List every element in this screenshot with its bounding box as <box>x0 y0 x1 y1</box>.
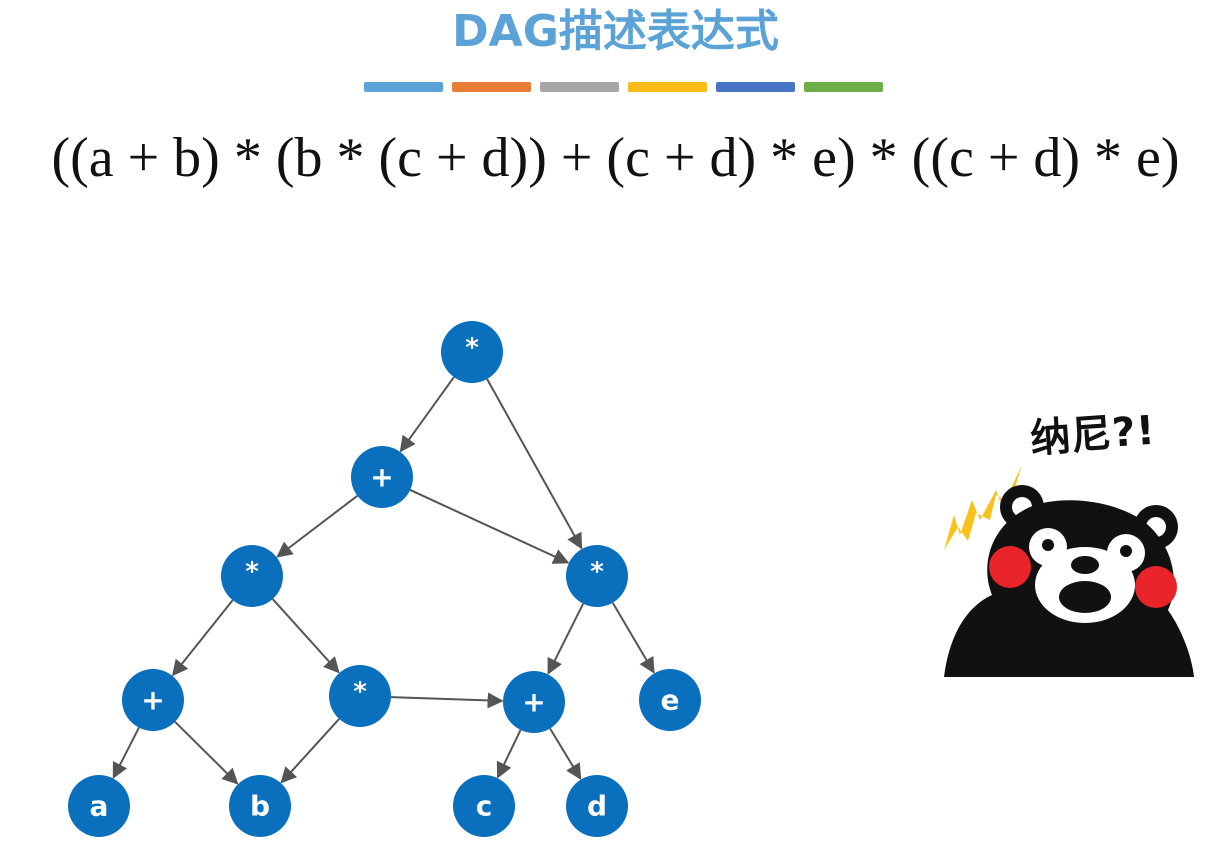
slide-title: DAG描述表达式 <box>452 6 779 57</box>
dag-node-n2: + <box>351 446 413 508</box>
dag-node-n9: a <box>68 775 130 837</box>
dag-node-label: b <box>250 790 270 823</box>
dag-node-circle <box>329 665 391 727</box>
dag-node-n11: c <box>453 775 515 837</box>
dag-node-label: * <box>245 557 259 587</box>
left-pupil <box>1042 539 1054 551</box>
dag-node-label: * <box>353 677 367 707</box>
nose <box>1071 556 1099 574</box>
right-pupil <box>1120 545 1132 557</box>
expression-formula: ((a + b) * (b * (c + d)) + (c + d) * e) … <box>51 127 1180 189</box>
dag-node-circle <box>566 545 628 607</box>
dag-node-circle <box>639 669 701 731</box>
dag-node-circle <box>122 669 184 731</box>
dag-node-n5: + <box>122 669 184 731</box>
edge-n4-n8 <box>611 602 655 674</box>
open-mouth <box>1059 581 1111 613</box>
color-strip-segment-1 <box>364 82 443 92</box>
dag-node-label: a <box>90 790 109 823</box>
dag-node-n3: * <box>221 545 283 607</box>
dag-node-circle <box>441 321 503 383</box>
dag-node-circle <box>503 671 565 733</box>
dag-edges <box>112 376 655 785</box>
dag-node-n12: d <box>566 775 628 837</box>
edge-n5-n9 <box>112 727 140 779</box>
edge-n5-n10 <box>174 721 239 785</box>
edge-n7-n12 <box>549 727 582 780</box>
mascot-exclamation: 纳尼?! <box>1028 407 1158 463</box>
edge-n2-n4 <box>409 489 570 564</box>
kumamon-mascot <box>944 465 1194 677</box>
dag-node-circle <box>221 545 283 607</box>
dag-node-n10: b <box>229 775 291 837</box>
color-strip-segment-6 <box>804 82 883 92</box>
dag-node-n1: * <box>441 321 503 383</box>
dag-node-label: e <box>661 684 680 717</box>
color-strip-segment-5 <box>716 82 795 92</box>
dag-node-label: c <box>476 790 493 823</box>
surprise-spark-icon <box>944 465 1022 550</box>
right-cheek <box>1135 566 1177 608</box>
dag-node-circle <box>453 775 515 837</box>
color-strip-segment-3 <box>540 82 619 92</box>
dag-node-circle <box>351 446 413 508</box>
color-strip-segment-2 <box>452 82 531 92</box>
dag-node-label: + <box>522 686 545 719</box>
dag-node-n4: * <box>566 545 628 607</box>
dag-node-n8: e <box>639 669 701 731</box>
edge-n6-n7 <box>390 692 504 709</box>
dag-node-label: + <box>141 684 164 717</box>
color-strip <box>364 82 883 92</box>
color-strip-segment-4 <box>628 82 707 92</box>
dag-nodes: * + * * + * + e a b c d <box>68 321 701 837</box>
left-cheek <box>989 546 1031 588</box>
dag-node-label: * <box>465 333 479 363</box>
edge-n7-n11 <box>496 729 522 779</box>
dag-node-n7: + <box>503 671 565 733</box>
dag-node-n6: * <box>329 665 391 727</box>
dag-node-circle <box>566 775 628 837</box>
edge-n3-n6 <box>271 598 340 674</box>
dag-node-label: d <box>587 790 607 823</box>
edge-n1-n2 <box>399 376 455 453</box>
dag-node-label: * <box>590 557 604 587</box>
edge-n2-n3 <box>276 494 358 558</box>
dag-node-circle <box>68 775 130 837</box>
dag-node-circle <box>229 775 291 837</box>
dag-node-label: + <box>370 461 393 494</box>
edge-n6-n10 <box>280 718 340 784</box>
edge-n3-n5 <box>171 599 234 677</box>
edge-n4-n7 <box>547 603 585 675</box>
edge-n1-n4 <box>486 378 583 550</box>
